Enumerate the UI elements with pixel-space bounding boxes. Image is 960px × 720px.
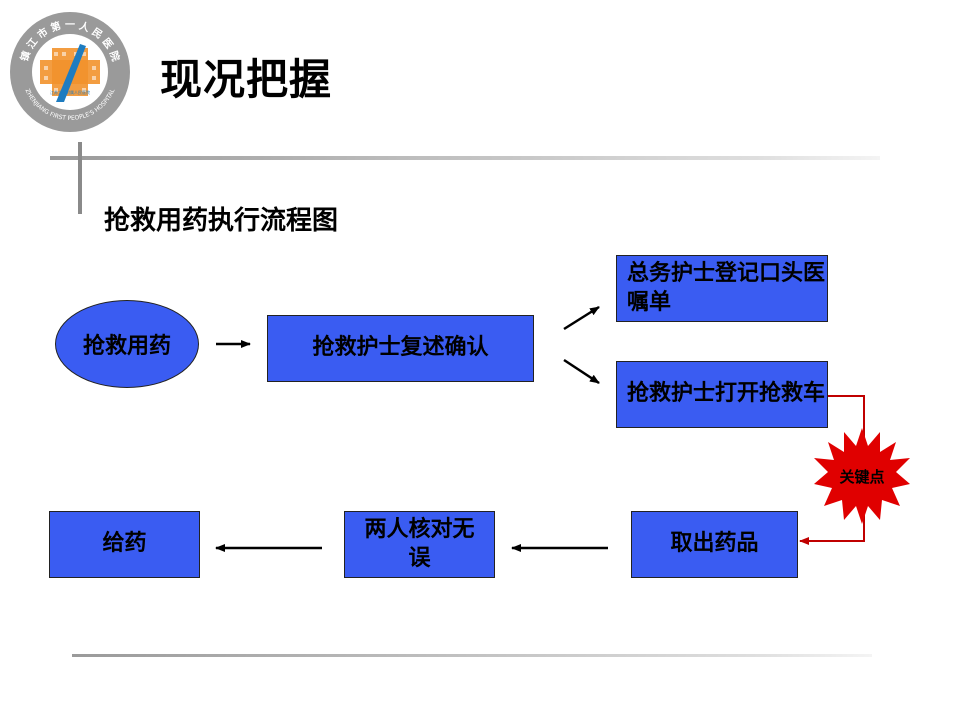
node-give-label: 给药	[102, 531, 147, 557]
node-confirm: 抢救护士复述确认	[267, 315, 534, 382]
logo-pen-icon	[56, 44, 86, 102]
node-take-out: 取出药品	[631, 511, 798, 578]
header-divider	[50, 156, 880, 160]
node-double-check: 两人核对无误	[344, 511, 495, 578]
hospital-logo: 镇 江 市 第 一 人 民 医 院 ZHENJIANG FIRST PEOPLE…	[10, 12, 130, 132]
node-register-label: 总务护士登记口头医嘱单	[627, 260, 826, 315]
page-title: 现况把握	[160, 55, 333, 104]
key-point-burst: 关键点	[814, 428, 910, 524]
logo-inner-text: 江苏大学附属人民医院	[50, 89, 90, 95]
flow-subtitle: 抢救用药执行流程图	[104, 206, 339, 236]
arrow-confirm-to-open-cart	[563, 358, 600, 385]
node-register: 总务护士登记口头医嘱单	[616, 255, 828, 322]
header-vertical-divider	[78, 142, 82, 214]
starburst-icon	[814, 428, 910, 524]
node-start-label: 抢救用药	[82, 334, 171, 359]
node-take-out-label: 取出药品	[670, 531, 759, 557]
node-open-cart: 抢救护士打开抢救车	[616, 361, 828, 428]
footer-divider	[72, 654, 872, 657]
node-open-cart-label: 抢救护士打开抢救车	[627, 381, 826, 407]
key-point-label: 关键点	[839, 468, 884, 486]
node-confirm-label: 抢救护士复述确认	[312, 335, 489, 361]
node-double-check-label: 两人核对无误	[364, 516, 475, 571]
node-give: 给药	[49, 511, 200, 578]
node-start-oval: 抢救用药	[55, 300, 199, 388]
arrow-confirm-to-register	[563, 305, 600, 331]
